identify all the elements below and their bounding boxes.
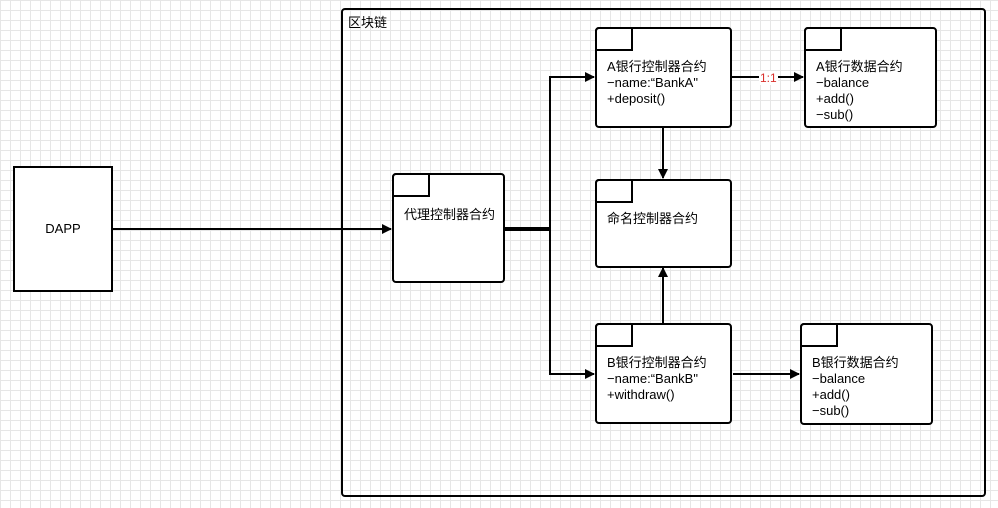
bank-a-controller-line-2: +deposit() <box>607 91 666 106</box>
name-controller-title: 命名控制器合约 <box>607 211 699 226</box>
box-tab <box>392 173 430 197</box>
box-tab <box>595 27 633 51</box>
bank-b-controller-title: B银行控制器合约 <box>607 355 707 370</box>
bank-a-data-title: A银行数据合约 <box>816 59 903 74</box>
bank-a-data-box: A银行数据合约 −balance +add() −sub() <box>804 27 937 128</box>
edge-label-one-to-one: 1:1 <box>759 71 778 85</box>
bank-b-data-line-3: −sub() <box>812 403 850 418</box>
name-controller-box: 命名控制器合约 <box>595 179 732 268</box>
bank-b-controller-line-1: −name:“BankB" <box>607 371 698 386</box>
bank-b-data-line-1: −balance <box>812 371 866 386</box>
container-title: 区块链 <box>348 15 388 30</box>
box-tab <box>804 27 842 51</box>
box-tab <box>800 323 838 347</box>
bank-a-data-line-1: −balance <box>816 75 870 90</box>
bank-a-controller-line-1: −name:“BankA" <box>607 75 698 90</box>
bank-b-data-box: B银行数据合约 −balance +add() −sub() <box>800 323 933 425</box>
dapp-label: DAPP <box>45 221 81 236</box>
bank-b-data-title: B银行数据合约 <box>812 355 899 370</box>
bank-a-controller-box: A银行控制器合约 −name:“BankA" +deposit() <box>595 27 732 128</box>
bank-b-controller-line-2: +withdraw() <box>607 387 675 402</box>
proxy-controller-title: 代理控制器合约 <box>404 207 496 222</box>
bank-b-controller-box: B银行控制器合约 −name:“BankB" +withdraw() <box>595 323 732 424</box>
box-tab <box>595 323 633 347</box>
box-tab <box>595 179 633 203</box>
bank-a-data-line-3: −sub() <box>816 107 854 122</box>
proxy-controller-box: 代理控制器合约 <box>392 173 505 283</box>
bank-b-data-line-2: +add() <box>812 387 850 402</box>
dapp-box: DAPP <box>13 166 113 292</box>
bank-a-controller-title: A银行控制器合约 <box>607 59 707 74</box>
blockchain-container: 区块链 <box>341 8 986 497</box>
bank-a-data-line-2: +add() <box>816 91 854 106</box>
